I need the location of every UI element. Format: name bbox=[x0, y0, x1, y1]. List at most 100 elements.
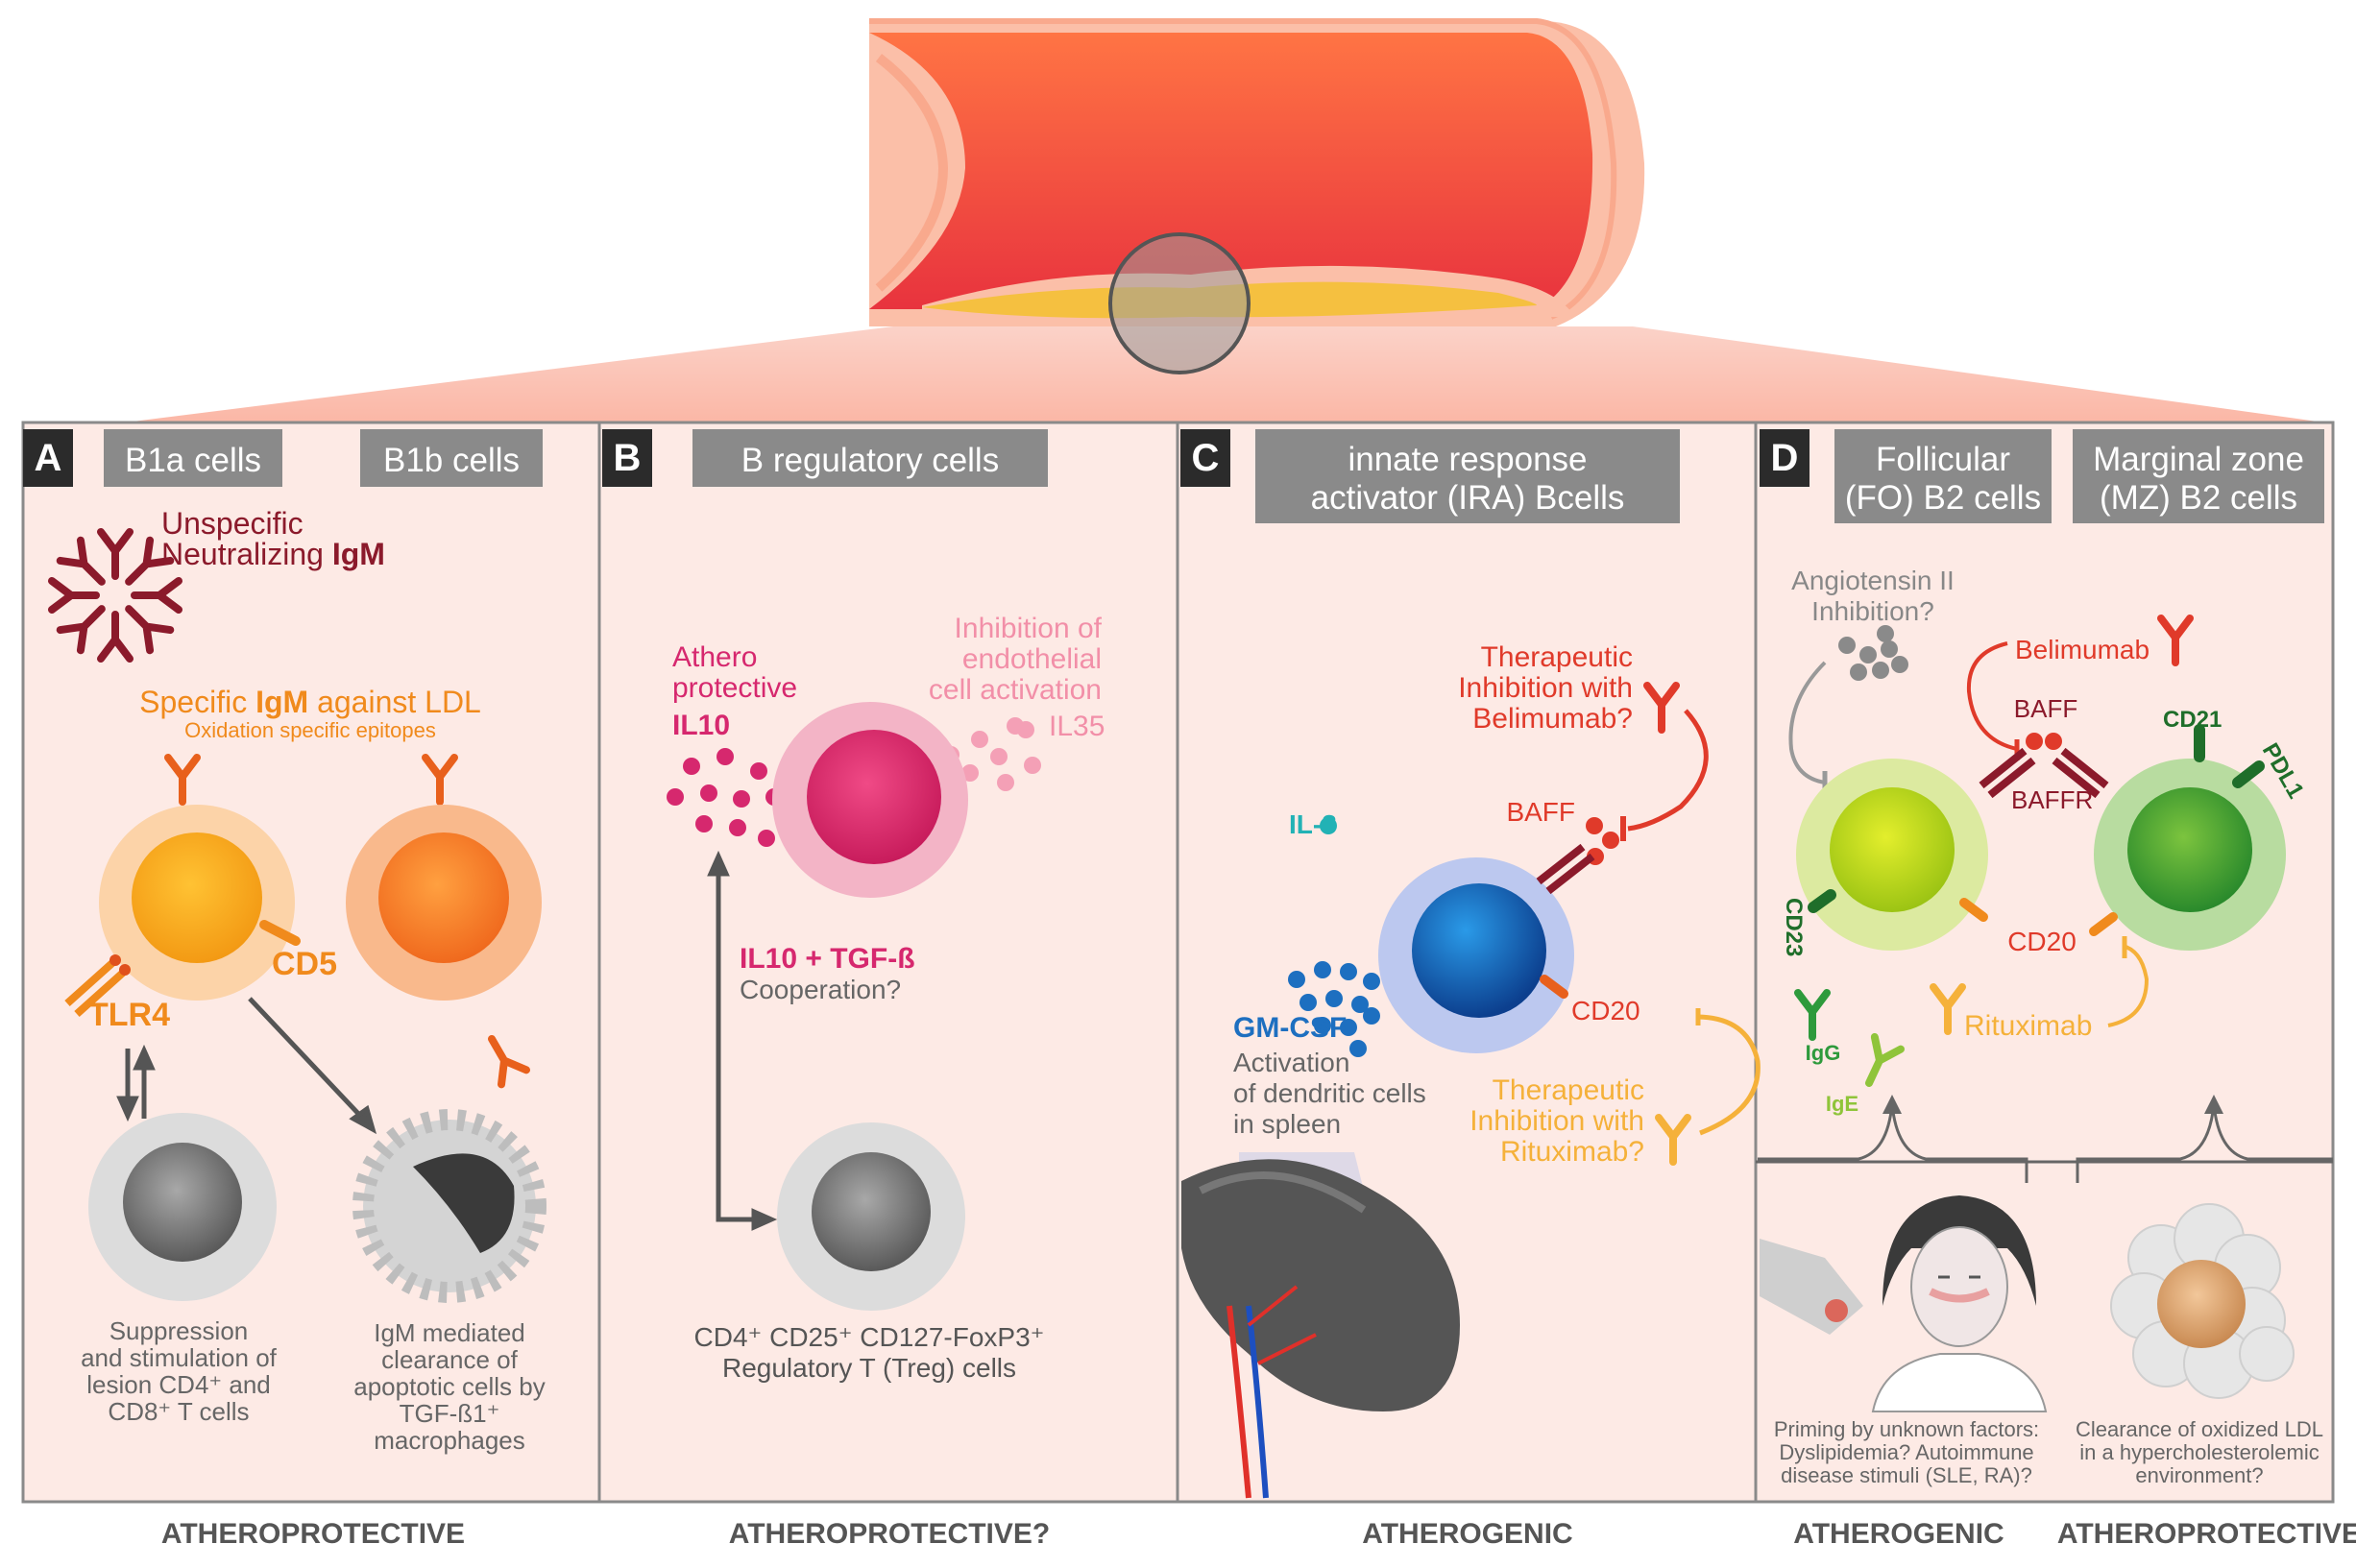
svg-text:IL10: IL10 bbox=[672, 710, 730, 741]
svg-text:Inhibition with: Inhibition with bbox=[1458, 672, 1633, 704]
svg-text:Inhibition with: Inhibition with bbox=[1469, 1105, 1644, 1137]
igm-neutral-1: Unspecific bbox=[161, 506, 304, 541]
svg-text:Dyslipidemia? Autoimmune: Dyslipidemia? Autoimmune bbox=[1779, 1440, 2033, 1464]
panel-letter: C bbox=[1192, 437, 1220, 479]
angiotensin-dots bbox=[1838, 625, 1908, 681]
tlr4-receptor bbox=[64, 954, 131, 1017]
svg-text:Belimumab?: Belimumab? bbox=[1472, 703, 1633, 735]
cd23-label: CD23 bbox=[1781, 898, 1807, 956]
tlr4-label: TLR4 bbox=[88, 997, 170, 1033]
priming-text: Priming by unknown factors: Dyslipidemia… bbox=[1774, 1417, 2039, 1487]
oxldl-text: Clearance of oxidized LDL in a hyperchol… bbox=[2076, 1417, 2323, 1487]
svg-text:Therapeutic: Therapeutic bbox=[1493, 1074, 1644, 1106]
header-mz-2: (MZ) B2 cells bbox=[2100, 479, 2297, 517]
header-mz-1: Marginal zone bbox=[2093, 441, 2304, 478]
svg-text:clearance of: clearance of bbox=[381, 1345, 518, 1374]
baffr-receptor-c bbox=[1536, 843, 1595, 895]
svg-text:Therapeutic: Therapeutic bbox=[1481, 641, 1633, 673]
spleen bbox=[1181, 1159, 1460, 1499]
il3-dot bbox=[1320, 817, 1337, 834]
oxldl-particle bbox=[2157, 1260, 2246, 1348]
cd21-label: CD21 bbox=[2163, 707, 2222, 733]
footer-b: ATHEROPROTECTIVE? bbox=[729, 1518, 1050, 1550]
magnifier-lens bbox=[1108, 232, 1251, 374]
panel-a: A B1a cells B1b cells Unspecific Neutral… bbox=[23, 429, 546, 1550]
clearance-text: IgM mediated clearance of apoptotic cell… bbox=[353, 1318, 545, 1455]
header-breg: B regulatory cells bbox=[741, 442, 999, 479]
header-fo-2: (FO) B2 cells bbox=[1845, 479, 2041, 517]
svg-text:environment?: environment? bbox=[2135, 1463, 2263, 1487]
fo-cell-nucleus bbox=[1830, 787, 1955, 912]
svg-text:macrophages: macrophages bbox=[374, 1426, 525, 1455]
panel-b: B B regulatory cells Athero protective I… bbox=[602, 429, 1105, 1550]
baffr-label: BAFFR bbox=[2011, 785, 2093, 814]
activation-text: Activation of dendritic cells in spleen bbox=[1233, 1048, 1426, 1139]
svg-text:Suppression: Suppression bbox=[109, 1316, 249, 1345]
svg-text:Activation: Activation bbox=[1233, 1048, 1349, 1077]
svg-text:in a hypercholesterolemic: in a hypercholesterolemic bbox=[2079, 1440, 2319, 1464]
b1b-cell-nucleus bbox=[378, 832, 509, 963]
footer-d-left: ATHEROGENIC bbox=[1793, 1518, 2004, 1550]
svg-text:and stimulation of: and stimulation of bbox=[81, 1343, 278, 1372]
header-ira-1: innate response bbox=[1348, 441, 1587, 478]
oxldl-cluster bbox=[2110, 1203, 2295, 1399]
svg-text:CD8⁺ T cells: CD8⁺ T cells bbox=[108, 1397, 249, 1426]
baff-dots-c bbox=[1586, 817, 1619, 865]
svg-text:apoptotic cells by: apoptotic cells by bbox=[353, 1372, 545, 1401]
gmcsf-dots bbox=[1288, 961, 1380, 1057]
suppression-text: Suppression and stimulation of lesion CD… bbox=[81, 1316, 278, 1426]
svg-text:Clearance of oxidized LDL: Clearance of oxidized LDL bbox=[2076, 1417, 2323, 1441]
svg-text:in spleen: in spleen bbox=[1233, 1109, 1341, 1139]
baffr-receptors-d bbox=[1979, 747, 2109, 799]
gmcsf-label: GM-CSF bbox=[1233, 1012, 1347, 1044]
igg-label: IgG bbox=[1806, 1041, 1841, 1065]
svg-text:of dendritic cells: of dendritic cells bbox=[1233, 1078, 1426, 1108]
header-b1b: B1b cells bbox=[383, 442, 520, 479]
svg-text:endothelial: endothelial bbox=[962, 643, 1102, 675]
baff-dots-d bbox=[2026, 733, 2062, 750]
svg-text:Rituximab?: Rituximab? bbox=[1500, 1136, 1644, 1168]
ira-cell-nucleus bbox=[1412, 883, 1546, 1018]
treg-cell-nucleus bbox=[812, 1152, 931, 1271]
ige-label: IgE bbox=[1826, 1092, 1858, 1116]
baff-label-c: BAFF bbox=[1506, 797, 1575, 827]
macrophage bbox=[352, 1109, 546, 1303]
panel-c: C innate response activator (IRA) Bcells… bbox=[1180, 429, 1761, 1550]
igm-neutral-2: Neutralizing IgM bbox=[161, 537, 385, 571]
rituximab-text: Therapeutic Inhibition with Rituximab? bbox=[1469, 1074, 1644, 1168]
patient-illustration bbox=[1760, 1195, 2048, 1412]
mz-cell-nucleus bbox=[2127, 787, 2252, 912]
treg-markers: CD4⁺ CD25⁺ CD127-FoxP3⁺ bbox=[694, 1322, 1045, 1352]
athero-protective-text: Athero protective IL10 bbox=[672, 641, 797, 741]
coop-question: Cooperation? bbox=[740, 975, 901, 1004]
footer-d-right: ATHEROPROTECTIVE bbox=[2057, 1518, 2356, 1550]
a-arrows bbox=[116, 997, 377, 1135]
inhibition-text: Inhibition of endothelial cell activatio… bbox=[929, 613, 1103, 706]
header-fo-1: Follicular bbox=[1876, 441, 2010, 478]
svg-text:cell activation: cell activation bbox=[929, 674, 1102, 706]
igm-specific: Specific IgM against LDL bbox=[139, 685, 481, 719]
cd5-label: CD5 bbox=[272, 946, 337, 982]
svg-text:Athero: Athero bbox=[672, 641, 757, 673]
epitopes-label: Oxidation specific epitopes bbox=[184, 718, 436, 742]
belimumab-text: Therapeutic Inhibition with Belimumab? bbox=[1458, 641, 1633, 735]
breg-cell-nucleus bbox=[807, 730, 941, 864]
angiotensin-1: Angiotensin II bbox=[1791, 566, 1955, 595]
header-ira-2: activator (IRA) Bcells bbox=[1311, 479, 1625, 517]
b1a-cell-nucleus bbox=[132, 832, 262, 963]
angiotensin-2: Inhibition? bbox=[1811, 596, 1934, 626]
rituximab-label-d: Rituximab bbox=[1964, 1010, 2092, 1042]
svg-text:TGF-ß1⁺: TGF-ß1⁺ bbox=[400, 1399, 500, 1428]
svg-text:disease stimuli (SLE, RA)?: disease stimuli (SLE, RA)? bbox=[1781, 1463, 2032, 1487]
svg-text:lesion CD4⁺ and: lesion CD4⁺ and bbox=[86, 1370, 271, 1399]
il35-label: IL35 bbox=[1049, 711, 1105, 742]
panel-letter: D bbox=[1771, 437, 1799, 479]
panel-d: D Follicular (FO) B2 cells Marginal zone… bbox=[1756, 429, 2356, 1550]
cd20-label-d: CD20 bbox=[2007, 927, 2077, 956]
b-arrow bbox=[707, 850, 778, 1231]
coop-title: IL10 + TGF-ß bbox=[740, 943, 915, 975]
panel-letter: B bbox=[614, 437, 642, 479]
svg-text:Priming by unknown factors:: Priming by unknown factors: bbox=[1774, 1417, 2039, 1441]
